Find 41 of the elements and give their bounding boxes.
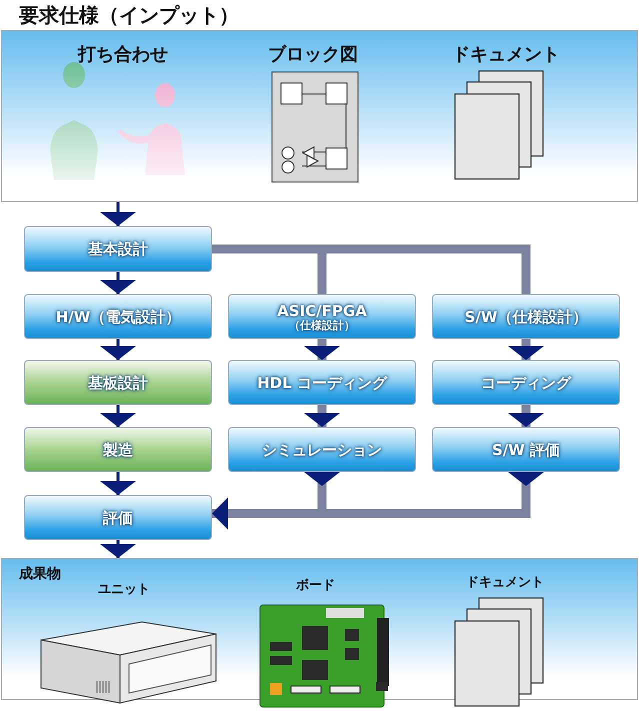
process-box bbox=[228, 294, 416, 339]
process-box bbox=[228, 360, 416, 405]
process-box bbox=[24, 226, 212, 272]
section-heading: 成果物 bbox=[19, 565, 61, 583]
box-label: シミュレーション bbox=[262, 440, 382, 458]
box-label: 基本設計 bbox=[88, 240, 148, 258]
process-box bbox=[432, 294, 620, 339]
arrow bbox=[100, 272, 136, 294]
box-label: （仕様設計） bbox=[289, 320, 355, 332]
item-label: ドキュメント bbox=[452, 43, 560, 66]
box-label: コーディング bbox=[481, 374, 571, 392]
process-box bbox=[24, 294, 212, 339]
arrow bbox=[304, 405, 340, 427]
process-box bbox=[432, 360, 620, 405]
arrow bbox=[100, 405, 136, 427]
box-label: H/W（電気設計） bbox=[56, 308, 180, 326]
process-box bbox=[24, 360, 212, 405]
process-box bbox=[24, 495, 212, 540]
box-label: S/W（仕様設計） bbox=[464, 308, 588, 326]
box-label: 製造 bbox=[103, 440, 133, 458]
process-box bbox=[228, 427, 416, 472]
item-label: ユニット bbox=[98, 581, 150, 598]
arrow bbox=[100, 339, 136, 360]
arrow bbox=[100, 540, 136, 558]
item-label: ブロック図 bbox=[268, 43, 358, 66]
item-label: ドキュメント bbox=[466, 574, 544, 591]
arrow bbox=[304, 339, 340, 360]
arrow bbox=[508, 405, 544, 427]
box-label: ASIC/FPGA bbox=[277, 302, 367, 320]
section-heading: 要求仕様（インプット） bbox=[19, 2, 239, 29]
box-label: 評価 bbox=[103, 508, 133, 526]
arrow bbox=[100, 472, 136, 495]
process-box bbox=[432, 427, 620, 472]
arrow bbox=[100, 202, 136, 226]
item-label: 打ち合わせ bbox=[78, 43, 168, 66]
box-label: 基板設計 bbox=[88, 374, 148, 392]
box-label: S/W 評価 bbox=[492, 440, 560, 458]
arrow bbox=[508, 339, 544, 360]
item-label: ボード bbox=[296, 577, 335, 594]
process-box bbox=[24, 427, 212, 472]
box-label: HDL コーディング bbox=[257, 374, 387, 392]
